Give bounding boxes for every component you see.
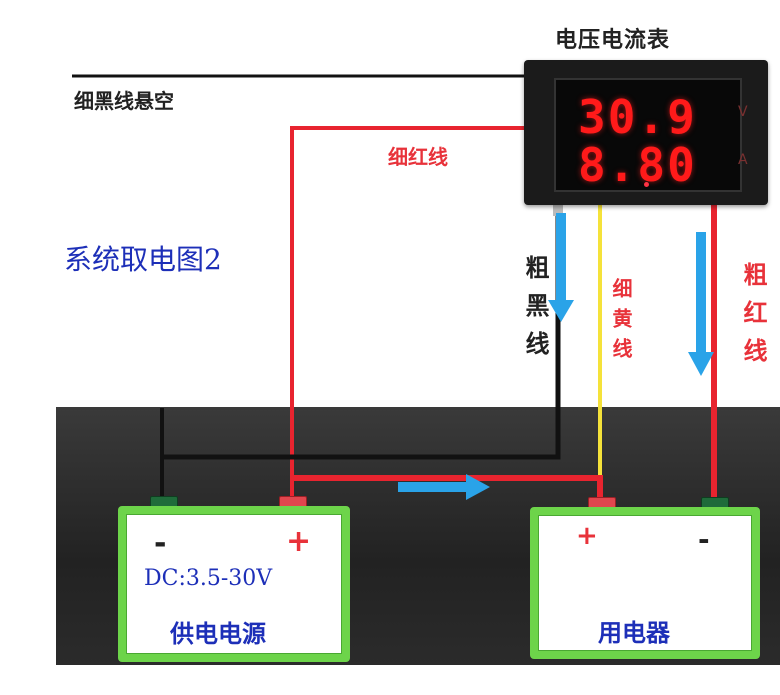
volt-amp-meter: 30.9 8.80 V A: [524, 60, 768, 205]
red-connection-wire: [292, 475, 603, 502]
supply-plus-sign: +: [286, 524, 312, 559]
thin-red-wire: [290, 126, 524, 505]
thick-red-label: 粗红线: [739, 262, 767, 376]
load-name: 用电器: [598, 619, 670, 647]
supply-minus-sign: -: [154, 526, 167, 561]
status-led: [644, 182, 649, 187]
supply-spec: DC:3.5-30V: [144, 566, 273, 591]
meter-title: 电压电流表: [555, 28, 671, 53]
voltage-reading: 30.9: [578, 90, 697, 144]
black-wire-connector: [553, 200, 563, 216]
meter-display: 30.9 8.80 V A: [554, 78, 748, 192]
power-supply: - + DC:3.5-30V 供电电源: [118, 506, 350, 662]
diagram-title: 系统取电图2: [64, 243, 222, 276]
load-device: + - 用电器: [530, 507, 760, 659]
current-reading: 8.80: [578, 138, 697, 192]
thin-red-label: 细红线: [388, 145, 448, 169]
flow-arrow-icon: [548, 213, 574, 322]
flow-arrow-icon: [688, 232, 714, 376]
supply-name: 供电电源: [170, 620, 266, 648]
thin-yellow-label: 细黄线: [609, 278, 633, 368]
current-unit: A: [738, 152, 748, 168]
load-plus-sign: +: [576, 521, 598, 551]
load-minus-sign: -: [698, 523, 710, 556]
thick-black-label: 粗黑线: [521, 255, 549, 369]
voltage-unit: V: [738, 104, 748, 120]
thin-black-label: 细黑线悬空: [74, 89, 174, 113]
flow-arrow-icon: [398, 474, 490, 500]
